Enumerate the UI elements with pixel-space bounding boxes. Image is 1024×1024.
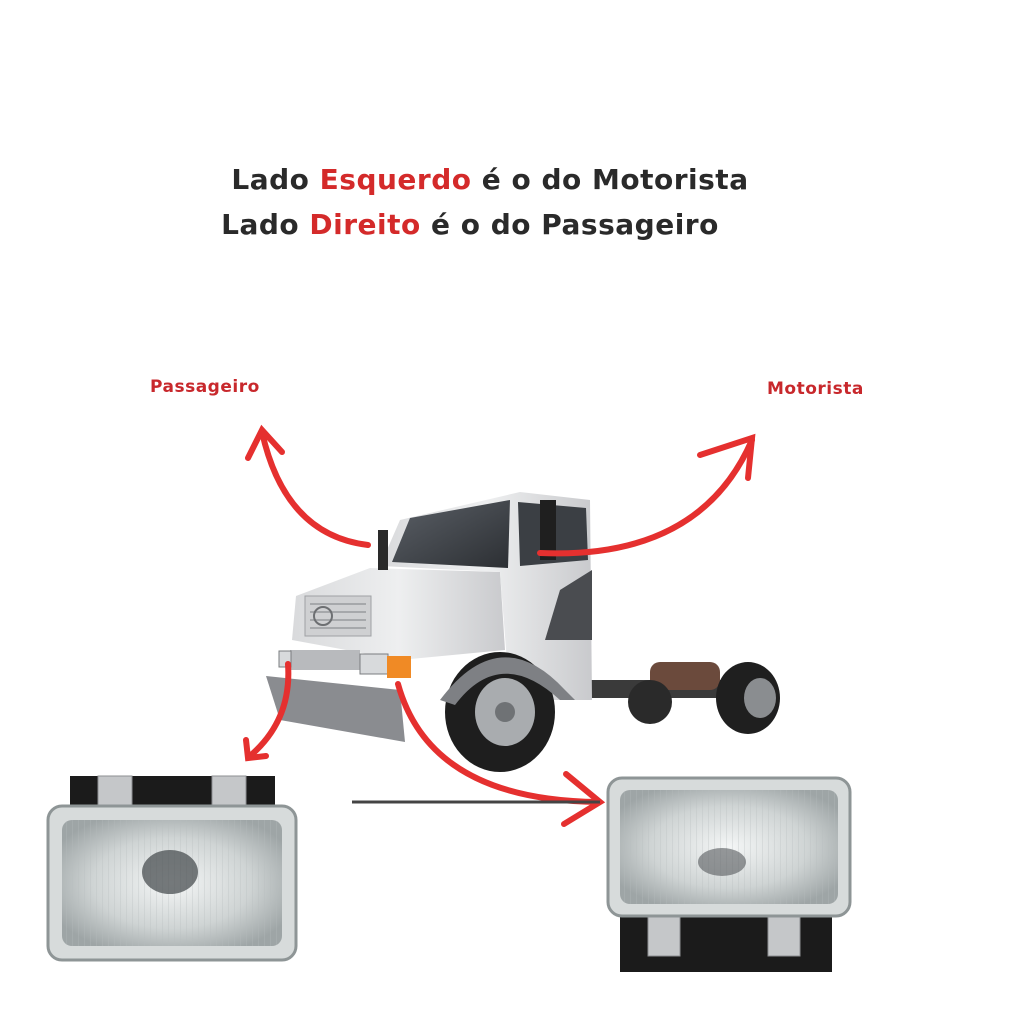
lamp-clip xyxy=(767,911,801,957)
mirror xyxy=(540,500,556,560)
headline-suffix: é o do Passageiro xyxy=(420,208,719,241)
headline-passenger-side: Lado Direito é o do Passageiro xyxy=(0,208,982,241)
headlight-right-mount xyxy=(359,653,389,675)
arrow-lamp-right xyxy=(395,681,601,805)
arrowhead-lamp-left xyxy=(243,737,269,762)
headlamp-left xyxy=(46,775,298,962)
lamp-bulb xyxy=(698,848,746,876)
lamp-bulb xyxy=(142,850,198,894)
label-passageiro: Passageiro xyxy=(150,377,260,397)
grille xyxy=(304,595,372,637)
logo-emblem xyxy=(313,606,333,626)
turn-signal xyxy=(387,656,411,678)
fuel-tank xyxy=(650,662,720,690)
windshield xyxy=(392,500,510,568)
headline-highlight-right: Direito xyxy=(309,208,421,241)
mirror-left xyxy=(378,530,388,570)
arrowhead-motorista xyxy=(697,433,756,481)
arrow-lamp-left xyxy=(247,661,292,759)
rear-wheel-2 xyxy=(628,680,672,724)
truck xyxy=(266,492,780,772)
headline-highlight-left: Esquerdo xyxy=(319,163,472,196)
hood xyxy=(292,568,505,660)
cab-stripe xyxy=(545,570,592,640)
lamp-clip xyxy=(97,775,133,807)
headlamp-right xyxy=(606,776,852,972)
lower-grille xyxy=(290,650,360,670)
lamp-clip xyxy=(211,775,247,807)
arrowhead-passageiro xyxy=(245,424,285,461)
arrow-motorista xyxy=(537,437,755,557)
headline-prefix: Lado xyxy=(221,208,310,241)
label-motorista: Motorista xyxy=(767,379,864,399)
headline-driver-side: Lado Esquerdo é o do Motorista xyxy=(0,163,1002,196)
fender xyxy=(440,657,575,705)
lamp-clip xyxy=(647,911,681,957)
headline-suffix: é o do Motorista xyxy=(471,163,749,196)
bumper xyxy=(266,676,405,742)
headline-prefix: Lado xyxy=(231,163,320,196)
arrow-passageiro xyxy=(259,429,371,548)
rear-hub xyxy=(744,678,776,718)
